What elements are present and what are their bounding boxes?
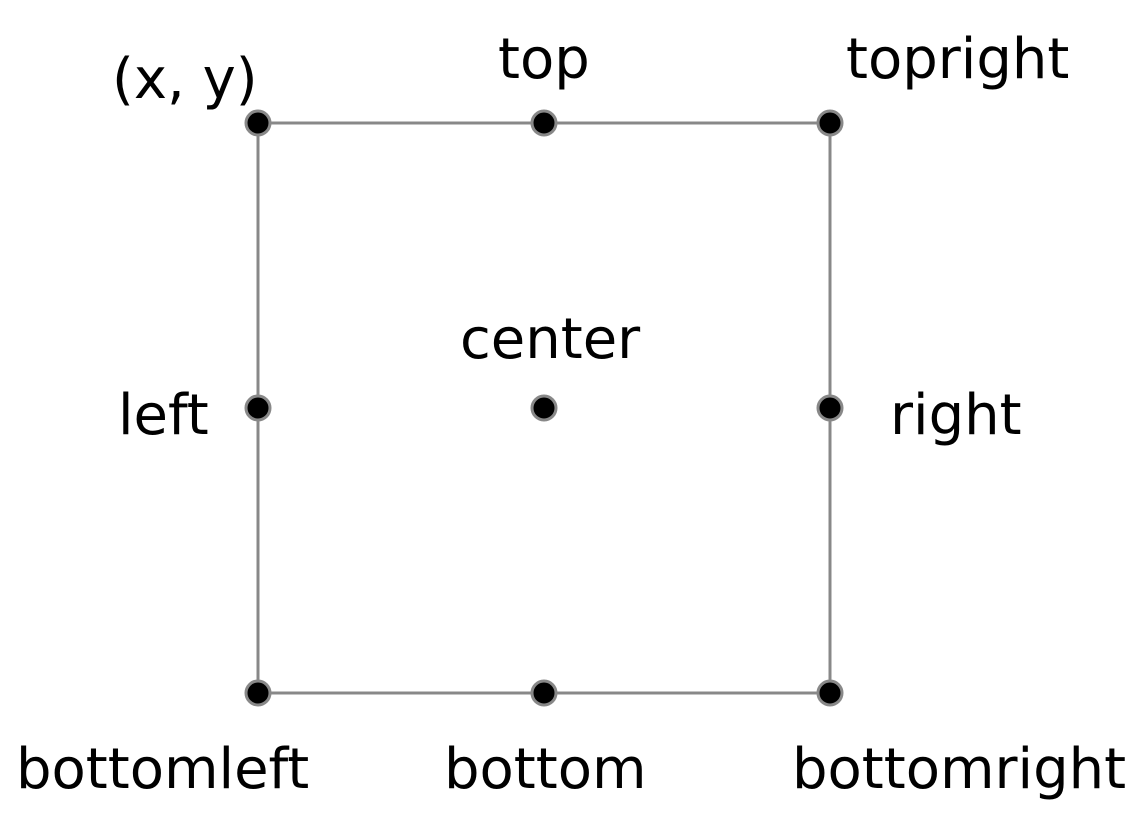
anchor-point-topright (816, 109, 844, 137)
anchor-point-left (244, 394, 272, 422)
anchor-point-bottomleft (244, 679, 272, 707)
anchor-point-top (530, 109, 558, 137)
label-origin: (x, y) (112, 47, 258, 112)
anchor-point-right (816, 394, 844, 422)
label-center: center (460, 307, 641, 372)
anchor-point-center (530, 394, 558, 422)
anchor-point-bottomright (816, 679, 844, 707)
label-bottom: bottom (444, 737, 647, 802)
label-left: left (118, 383, 209, 448)
anchor-point-origin (244, 109, 272, 137)
anchor-point-bottom (530, 679, 558, 707)
label-topright: topright (846, 27, 1070, 92)
label-bottomleft: bottomleft (16, 737, 310, 802)
label-right: right (890, 383, 1022, 448)
label-bottomright: bottomright (792, 737, 1127, 802)
label-top: top (498, 27, 590, 92)
